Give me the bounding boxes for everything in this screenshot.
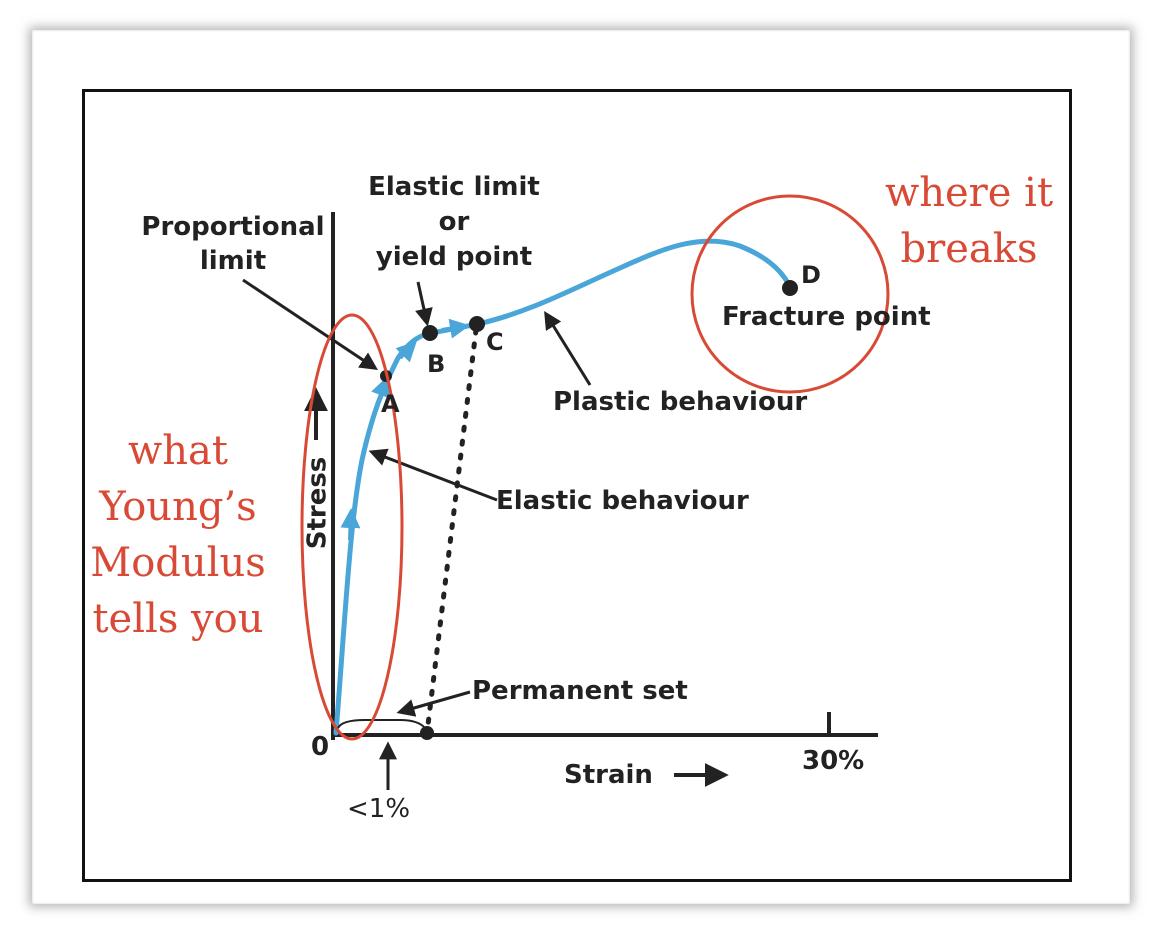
permanent-set-label: Permanent set [472,676,688,706]
elastic-behaviour-label: Elastic behaviour [496,486,749,516]
curve-arrow-3 [395,341,417,363]
strain-axis-label: Strain [564,760,653,790]
point-c-dot [469,316,485,332]
unloading-line [424,327,479,736]
point-d-dot [782,280,798,296]
diagram-border [82,89,1072,882]
permanent-set-arrow [396,690,471,717]
permanent-set-bracket [337,719,426,729]
curve-arrow-2 [371,376,390,406]
point-c-label: C [486,328,504,356]
fracture-highlight [690,194,890,394]
curve-arrow-1 [340,508,361,541]
point-b-dot [422,325,438,341]
yield-point-arrow [415,281,433,327]
origin-label: 0 [311,732,330,762]
fracture-point-label: Fracture point [722,302,931,332]
youngs-modulus-note: what Young’s Modulus tells you [90,428,266,642]
proportional-limit-arrow [242,278,378,370]
plastic-behaviour-arrow [544,310,592,386]
curve-arrow-4 [441,318,470,339]
stress-axis-label: Stress [302,456,333,550]
point-d-label: D [801,261,821,289]
breaks-note: where it breaks [884,170,1054,272]
point-a-label: A [381,390,400,418]
permanent-set-dot [420,726,434,740]
small-strain-label: <1% [347,794,411,824]
plastic-behaviour-label: Plastic behaviour [553,387,808,417]
proportional-limit-label: Proportional limit [141,212,325,276]
point-b-label: B [427,350,446,378]
elastic-limit-label: Elastic limit or yield point [368,172,540,272]
strain-max-label: 30% [802,746,865,776]
elastic-behaviour-arrow [368,448,498,502]
youngs-modulus-highlight [300,313,404,741]
